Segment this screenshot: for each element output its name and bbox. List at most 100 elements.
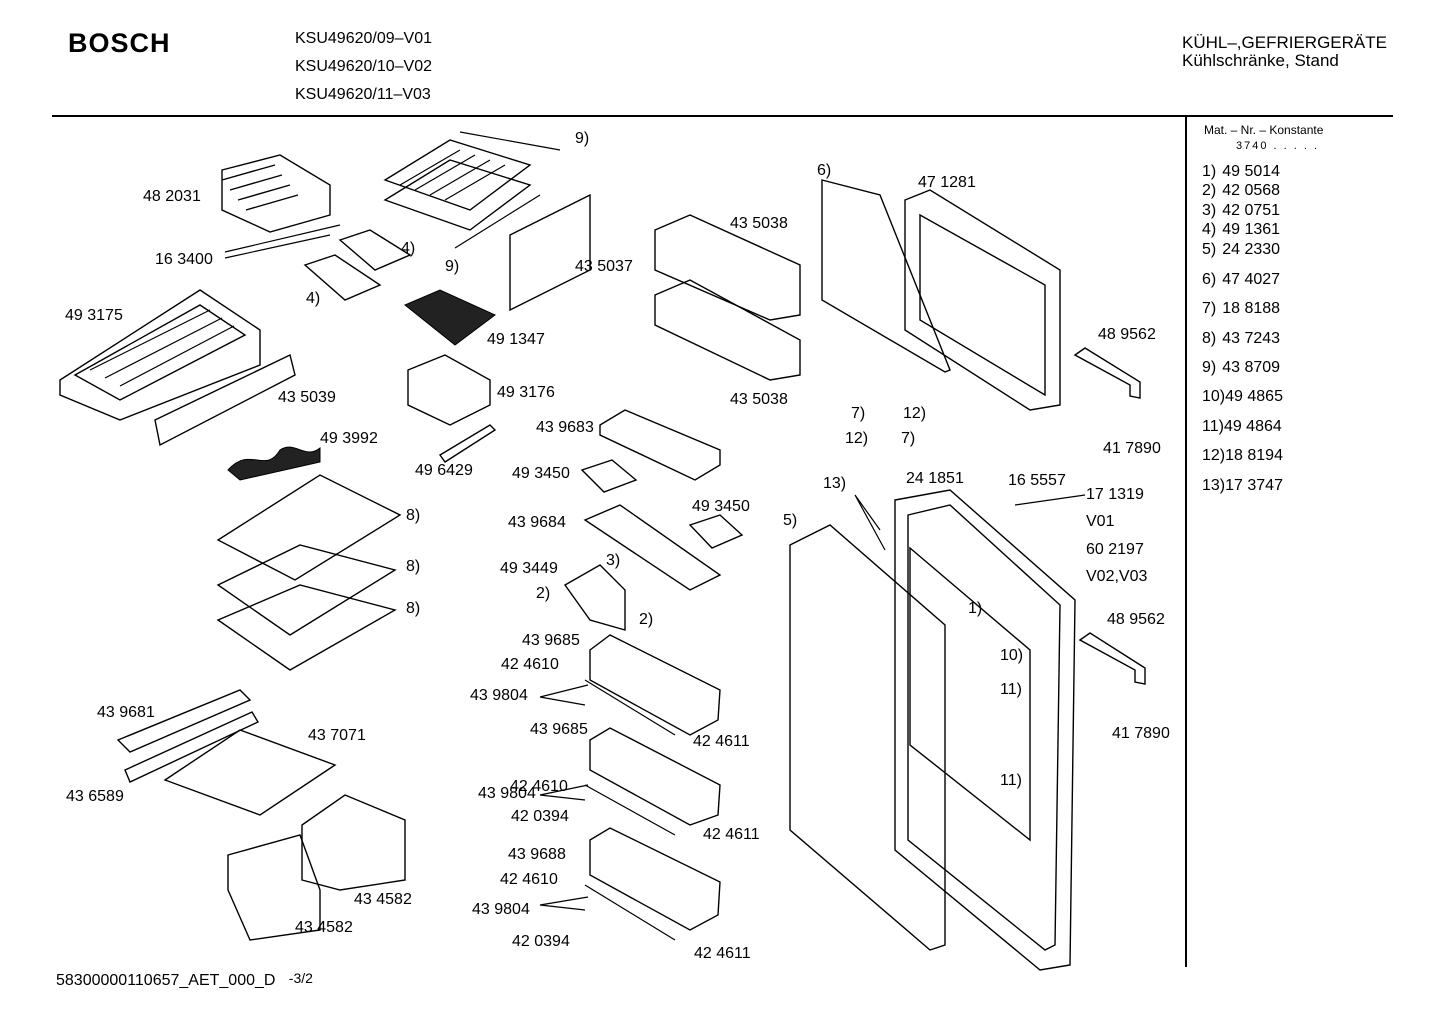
part-number-label: 24 1851: [906, 470, 964, 487]
legend-key: 1): [1202, 163, 1217, 180]
legend-key: 7): [1202, 300, 1217, 317]
box-part: [407, 354, 491, 426]
legend-value: 49 5014: [1222, 163, 1281, 180]
door-gasket-part: [821, 179, 1061, 411]
subcategory-title: Kühlschränke, Stand: [1182, 51, 1339, 70]
legend-key: 8): [1202, 330, 1217, 347]
legend-value: 42 0568: [1222, 182, 1281, 199]
egg-tray-part: [580, 409, 744, 591]
part-number-label: 43 9804: [472, 901, 530, 918]
part-number-label: 2): [639, 611, 654, 628]
part-number-label: 5): [783, 512, 798, 529]
part-number-label: 42 4610: [500, 871, 558, 888]
part-number-label: 8): [406, 600, 421, 617]
part-number-label: 49 3175: [65, 307, 123, 324]
wire-shelf-part: [383, 131, 561, 249]
panel-part: [509, 193, 591, 312]
legend-divider: [1185, 117, 1187, 967]
legend-constant: 3740 . . . . .: [1236, 140, 1320, 152]
part-number-label: 42 4610: [501, 656, 559, 673]
part-number-label: 43 9683: [536, 419, 594, 436]
legend-value: 47 4027: [1222, 271, 1281, 288]
part-number-label: 42 4610: [510, 778, 568, 795]
part-number-label: 49 3450: [512, 465, 570, 482]
handle-part: [1073, 347, 1141, 399]
part-number-label: 42 0394: [511, 808, 569, 825]
tray-part: [404, 289, 496, 346]
part-number-label: 42 4611: [703, 826, 760, 843]
category-title: KÜHL–,GEFRIERGERÄTE: [1182, 33, 1387, 52]
gasket-part: [789, 524, 946, 951]
bottle-rack-part: [227, 446, 321, 481]
legend-item: 1) 49 5014: [1202, 163, 1280, 181]
model-number: KSU49620/11–V03: [295, 86, 431, 103]
part-number-label: 8): [406, 558, 421, 575]
legend-value: 24 2330: [1222, 241, 1281, 258]
part-number-label: 4): [306, 290, 321, 307]
legend-value: 49 4865: [1225, 388, 1283, 405]
legend-value: 17 3747: [1225, 477, 1283, 494]
part-number-label: 43 5038: [730, 391, 788, 408]
legend-value: 49 4864: [1223, 418, 1282, 435]
part-number-label: 48 9562: [1107, 611, 1165, 628]
part-number-label: 49 3450: [692, 498, 750, 515]
strip-part: [154, 353, 296, 447]
part-number-label: 60 2197: [1086, 541, 1144, 558]
legend-item: 7) 18 8188: [1202, 300, 1280, 318]
part-number-label: 43 9685: [522, 632, 580, 649]
part-number-label: 43 4582: [354, 891, 412, 908]
legend-item: 10)49 4865: [1202, 388, 1283, 406]
legend-item: 5)24 2330: [1202, 241, 1280, 259]
legend-item: 11)49 4864: [1202, 418, 1282, 436]
part-number-label: 16 3400: [155, 251, 213, 268]
part-number-label: 9): [575, 130, 590, 147]
legend-key: 10): [1202, 388, 1226, 405]
part-number-label: 9): [445, 258, 460, 275]
part-number-label: V01: [1086, 513, 1115, 530]
document-id: 58300000110657_AET_000_D -3/2: [56, 970, 313, 989]
part-number-label: 41 7890: [1103, 440, 1161, 457]
part-number-label: 13): [823, 475, 847, 492]
part-number-label: 43 6589: [66, 788, 124, 805]
part-number-label: 12): [845, 430, 869, 447]
part-number-label: 42 4611: [694, 945, 751, 962]
part-number-label: 2): [536, 585, 551, 602]
part-number-label: 11): [1000, 772, 1022, 789]
legend-item: 2) 42 0568: [1202, 182, 1280, 200]
crisper-parts: [116, 689, 406, 941]
part-number-label: 49 6429: [415, 462, 473, 479]
legend-key: 11): [1202, 418, 1224, 435]
refrigerator-door-part: [894, 489, 1076, 971]
handle-part-2: [1078, 632, 1146, 685]
part-number-label: 7): [901, 430, 916, 447]
brand-logo: BOSCH: [68, 28, 171, 58]
model-number: KSU49620/10–V02: [295, 58, 432, 75]
legend-value: 49 1361: [1222, 221, 1281, 238]
door-bin-part: [654, 214, 801, 381]
part-number-label: 17 1319: [1086, 486, 1144, 503]
part-number-label: 43 5037: [575, 258, 633, 275]
legend-key: 2): [1202, 182, 1217, 199]
page-number: -3/2: [288, 970, 313, 986]
part-number-label: 41 7890: [1112, 725, 1170, 742]
legend-item: 8)43 7243: [1202, 330, 1280, 348]
part-number-label: 10): [1000, 647, 1024, 664]
part-number-label: 48 9562: [1098, 326, 1156, 343]
flap-part: [563, 564, 626, 631]
legend-item: 9)43 8709: [1202, 359, 1280, 377]
legend-value: 18 8194: [1225, 447, 1283, 464]
legend-value: 18 8188: [1222, 300, 1281, 317]
part-number-label: 49 1347: [487, 331, 545, 348]
part-number-label: 1): [968, 600, 983, 617]
legend-key: 12): [1202, 447, 1226, 464]
glass-shelves-part: [216, 474, 402, 671]
part-number-label: 49 3176: [497, 384, 555, 401]
part-number-label: 4): [401, 240, 416, 257]
ice-tray-part: [303, 229, 412, 301]
part-number-label: 6): [817, 162, 832, 179]
part-number-label: 12): [903, 405, 927, 422]
part-number-label: 43 7071: [308, 727, 366, 744]
part-number-label: 43 9684: [508, 514, 566, 531]
freezer-drawer-part: [59, 289, 261, 421]
part-number-label: 43 9681: [97, 704, 155, 721]
